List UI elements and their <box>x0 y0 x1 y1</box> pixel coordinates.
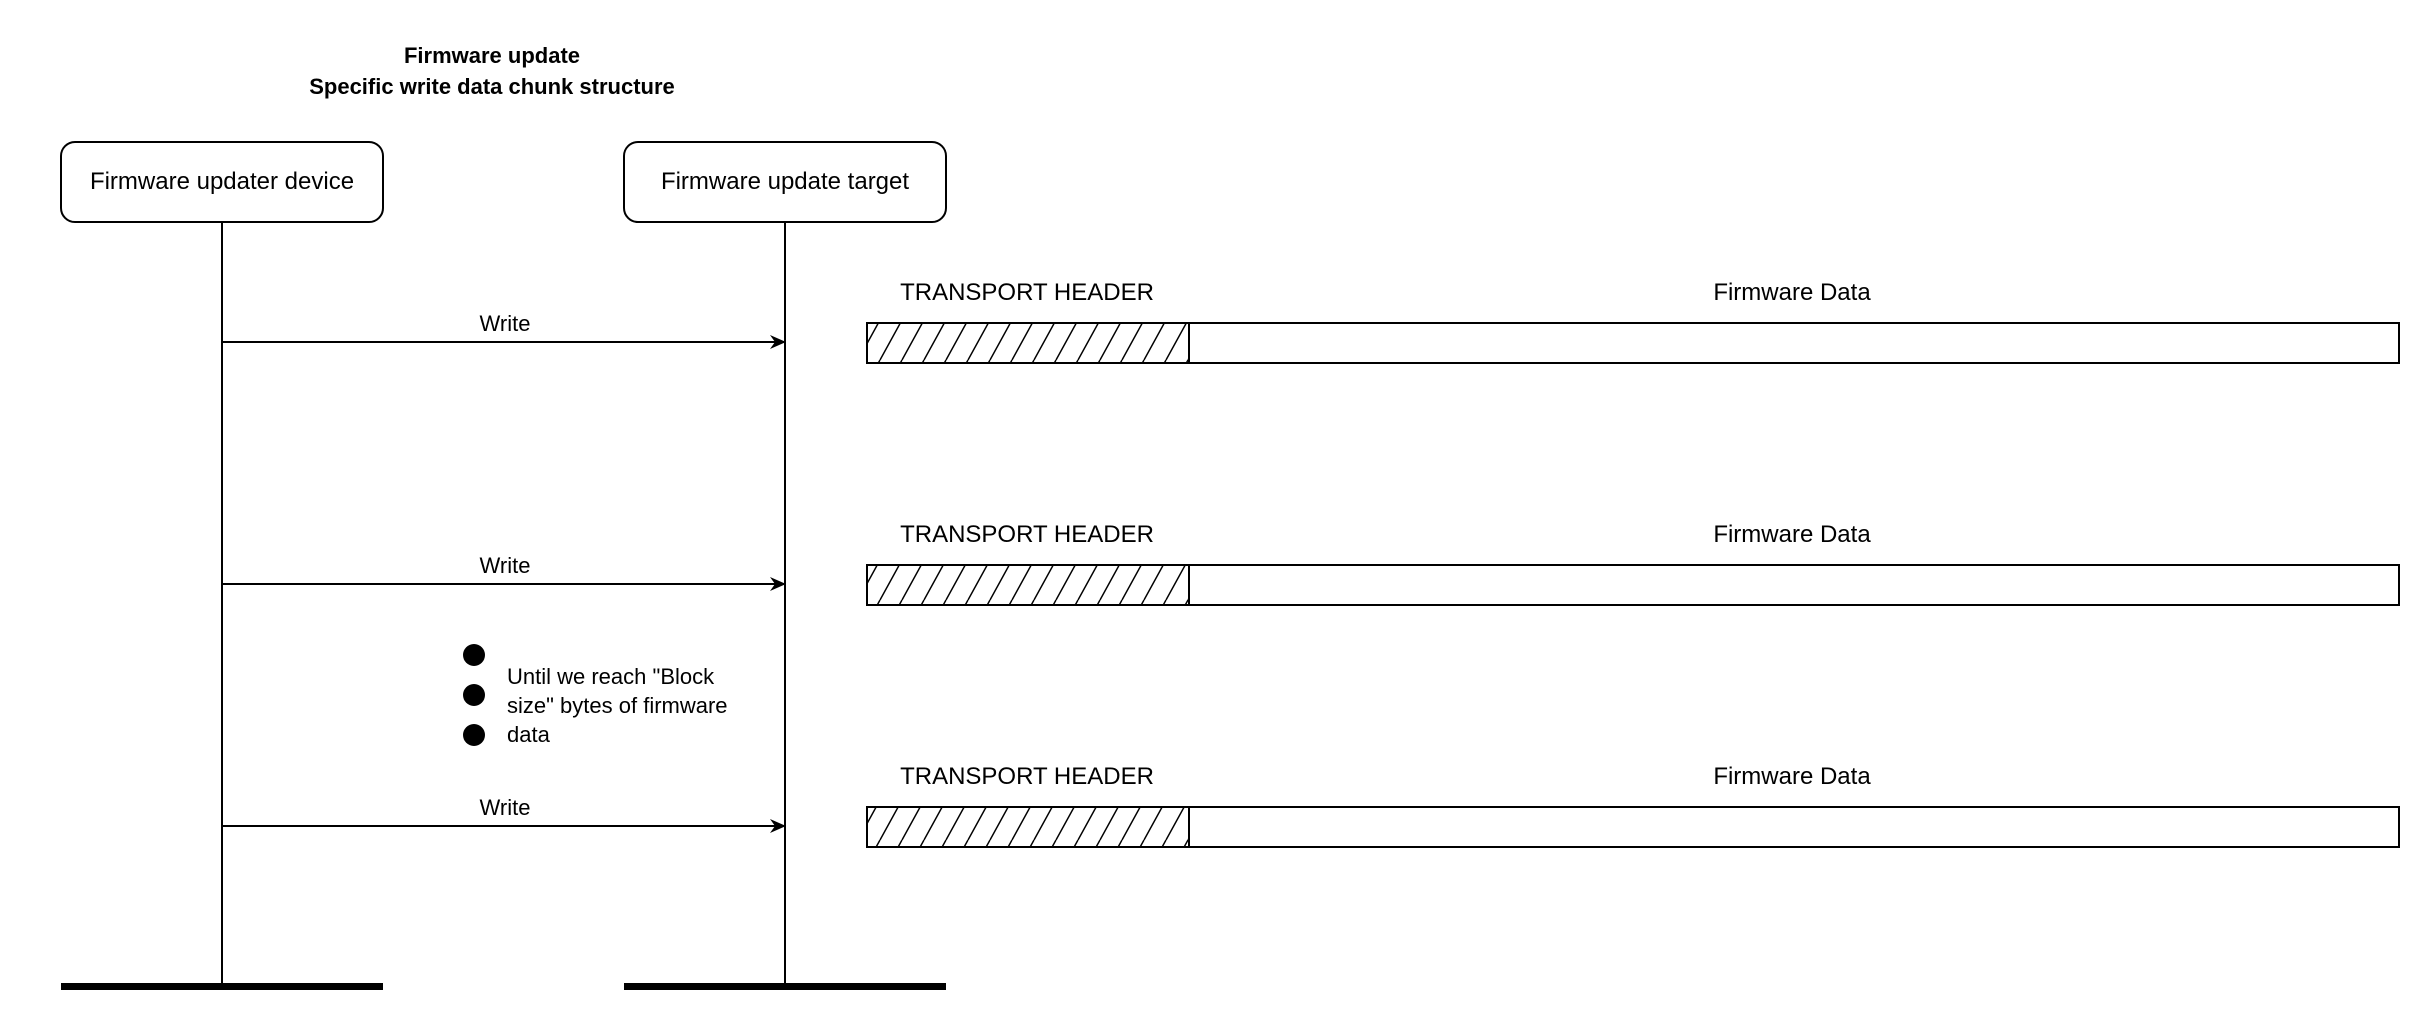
ellipsis-dot <box>463 644 485 666</box>
loop-note-line-3: data <box>507 722 551 747</box>
participant-label-updater: Firmware updater device <box>90 168 354 195</box>
firmware-data-segment <box>1188 806 2400 848</box>
transport-header-segment <box>866 806 1190 848</box>
packet-structure-1: TRANSPORT HEADER Firmware Data <box>866 279 2400 364</box>
loop-note-line-2: size" bytes of firmware <box>507 693 728 718</box>
firmware-data-segment <box>1188 322 2400 364</box>
message-write-1: Write <box>222 311 786 349</box>
firmware-data-label: Firmware Data <box>1713 521 1871 548</box>
transport-header-label: TRANSPORT HEADER <box>900 279 1154 306</box>
message-write-2: Write <box>222 553 786 591</box>
loop-note-line-1: Until we reach "Block <box>507 664 715 689</box>
message-label: Write <box>480 311 531 336</box>
participant-label-target: Firmware update target <box>661 168 909 195</box>
lifeline-end-updater <box>61 983 383 990</box>
firmware-data-segment <box>1188 564 2400 606</box>
firmware-data-label: Firmware Data <box>1713 763 1871 790</box>
lifeline-end-target <box>624 983 946 990</box>
participant-update-target: Firmware update target <box>623 141 947 990</box>
ellipsis-dot <box>463 724 485 746</box>
loop-note: Until we reach "Block size" bytes of fir… <box>463 644 728 747</box>
ellipsis-dot <box>463 684 485 706</box>
packet-structure-3: TRANSPORT HEADER Firmware Data <box>866 763 2400 848</box>
participant-updater-device: Firmware updater device <box>60 141 384 990</box>
packet-structure-2: TRANSPORT HEADER Firmware Data <box>866 521 2400 606</box>
transport-header-segment <box>866 322 1190 364</box>
diagram-title: Firmware update <box>404 43 580 68</box>
firmware-data-label: Firmware Data <box>1713 279 1871 306</box>
transport-header-segment <box>866 564 1190 606</box>
diagram-subtitle: Specific write data chunk structure <box>309 74 675 99</box>
message-label: Write <box>480 553 531 578</box>
transport-header-label: TRANSPORT HEADER <box>900 521 1154 548</box>
message-label: Write <box>480 795 531 820</box>
transport-header-label: TRANSPORT HEADER <box>900 763 1154 790</box>
message-write-3: Write <box>222 795 786 833</box>
